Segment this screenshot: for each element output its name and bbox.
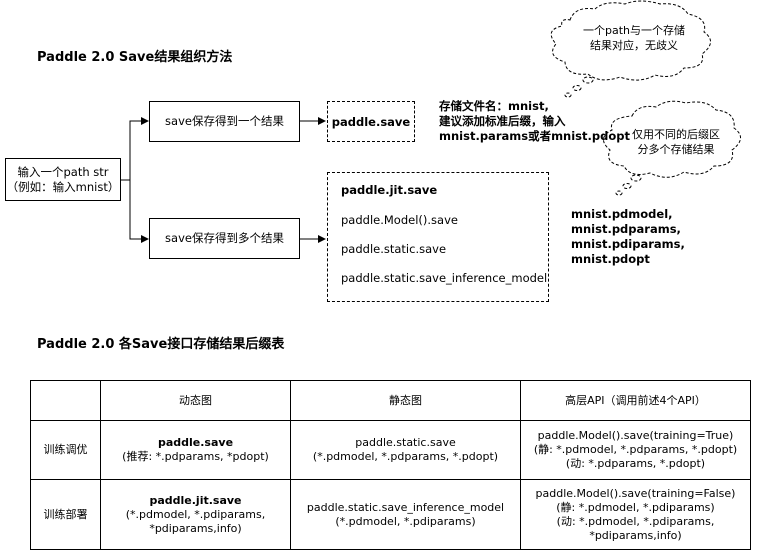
multi-note-line4: mnist.pdopt bbox=[571, 252, 650, 266]
header-high-level: 高层API（调用前述4个API） bbox=[520, 380, 751, 421]
cloud-mid-shape bbox=[603, 100, 741, 196]
multi-note-line2: mnist.pdparams, bbox=[571, 222, 681, 236]
cloud-top-line1: 一个path与一个存储 bbox=[582, 24, 685, 37]
cell-detail: *pdiparams,info) bbox=[589, 528, 682, 542]
cell-api: paddle.static.save_inference_model bbox=[306, 500, 505, 514]
cloud-top-shape bbox=[550, 0, 711, 98]
cell-dynamic: paddle.jit.save (*.pdmodel, *.pdiparams,… bbox=[100, 479, 291, 550]
cloud-top-text: 一个path与一个存储 结果对应，无歧义 bbox=[572, 23, 696, 53]
cell-detail: (*.pdmodel, *.pdiparams) bbox=[335, 514, 476, 528]
multi-note-line3: mnist.pdiparams, bbox=[571, 237, 685, 251]
save-many-results-box: save保存得到多个结果 bbox=[149, 218, 300, 259]
single-note-line3: mnist.params或者mnist.pdopt bbox=[439, 129, 630, 143]
cell-detail: (静: *.pdmodel, *.pdparams, *.pdopt) bbox=[533, 443, 738, 456]
cloud-mid-text: 仅用不同的后缀区 分多个存储结果 bbox=[620, 127, 732, 157]
single-note-line2: 建议添加标准后缀，输入 bbox=[439, 114, 566, 128]
cell-static: paddle.static.save_inference_model (*.pd… bbox=[290, 479, 521, 550]
arrow-input-to-save-many bbox=[129, 180, 149, 243]
table-header-row: 动态图 静态图 高层API（调用前述4个API） bbox=[30, 380, 751, 421]
cell-detail: (静: *.pdmodel, *.pdiparams) bbox=[556, 500, 715, 514]
cell-high-level: paddle.Model().save(training=False) (静: … bbox=[520, 479, 751, 550]
input-path-box: 输入一个path str （例如：输入mnist） bbox=[5, 158, 121, 201]
single-api-box: paddle.save bbox=[327, 101, 415, 142]
cloud-top-line2: 结果对应，无歧义 bbox=[590, 39, 678, 52]
cloud-mid-line2: 分多个存储结果 bbox=[637, 143, 715, 156]
diagram-title: Paddle 2.0 Save结果组织方法 bbox=[37, 50, 233, 65]
input-path-line2: （例如：输入mnist） bbox=[6, 179, 120, 194]
table-title: Paddle 2.0 各Save接口存储结果后缀表 bbox=[37, 337, 285, 352]
header-empty bbox=[30, 380, 101, 421]
cell-detail: (*.pdmodel, *.pdiparams, bbox=[125, 507, 266, 521]
row-label: 训练调优 bbox=[30, 420, 101, 480]
header-dynamic: 动态图 bbox=[100, 380, 291, 421]
multi-api-box: paddle.jit.save paddle.Model().save padd… bbox=[327, 172, 549, 302]
cell-detail: (动: *.pdparams, *.pdopt) bbox=[565, 457, 706, 470]
input-path-line1: 输入一个path str bbox=[17, 164, 109, 179]
cell-detail: (推荐: *.pdparams, *pdopt) bbox=[122, 450, 269, 463]
save-one-result-box: save保存得到一个结果 bbox=[149, 101, 300, 142]
multi-api-jit-save: paddle.jit.save bbox=[341, 183, 438, 197]
multi-api-static-save: paddle.static.save bbox=[341, 242, 447, 256]
cell-dynamic: paddle.save (推荐: *.pdparams, *pdopt) bbox=[100, 420, 291, 480]
multi-note-line1: mnist.pdmodel, bbox=[571, 207, 673, 221]
single-note-line1: 存储文件名：mnist, bbox=[439, 99, 549, 113]
cell-api: paddle.static.save bbox=[355, 436, 456, 449]
arrow-input-to-save-one bbox=[121, 117, 149, 181]
multi-api-model-save: paddle.Model().save bbox=[341, 213, 458, 227]
cell-api: paddle.Model().save(training=False) bbox=[535, 486, 736, 500]
cloud-mid-line1: 仅用不同的后缀区 bbox=[632, 128, 720, 141]
row-label: 训练部署 bbox=[30, 479, 101, 550]
table-row: 训练调优 paddle.save (推荐: *.pdparams, *pdopt… bbox=[30, 420, 751, 480]
header-static: 静态图 bbox=[290, 380, 521, 421]
single-api-label: paddle.save bbox=[331, 114, 411, 129]
multi-result-note: mnist.pdmodel, mnist.pdparams, mnist.pdi… bbox=[571, 207, 685, 267]
save-many-label: save保存得到多个结果 bbox=[165, 231, 284, 245]
cell-detail: *pdiparams,info) bbox=[149, 521, 242, 535]
cell-api: paddle.jit.save bbox=[149, 493, 242, 507]
cell-api: paddle.save bbox=[157, 436, 234, 449]
multi-api-save-inference-model: paddle.static.save_inference_model bbox=[341, 271, 548, 285]
cell-detail: (动: *.pdmodel, *.pdiparams, bbox=[556, 514, 715, 528]
save-one-label: save保存得到一个结果 bbox=[165, 114, 284, 128]
save-suffix-table: 动态图 静态图 高层API（调用前述4个API） 训练调优 paddle.sav… bbox=[30, 380, 751, 550]
single-result-note: 存储文件名：mnist, 建议添加标准后缀，输入 mnist.params或者m… bbox=[439, 99, 630, 144]
cell-high-level: paddle.Model().save(training=True) (静: *… bbox=[520, 420, 751, 480]
cell-api: paddle.Model().save(training=True) bbox=[537, 429, 734, 442]
table-row: 训练部署 paddle.jit.save (*.pdmodel, *.pdipa… bbox=[30, 479, 751, 550]
cell-static: paddle.static.save (*.pdmodel, *.pdparam… bbox=[290, 420, 521, 480]
cell-detail: (*.pdmodel, *.pdparams, *.pdopt) bbox=[312, 450, 499, 463]
